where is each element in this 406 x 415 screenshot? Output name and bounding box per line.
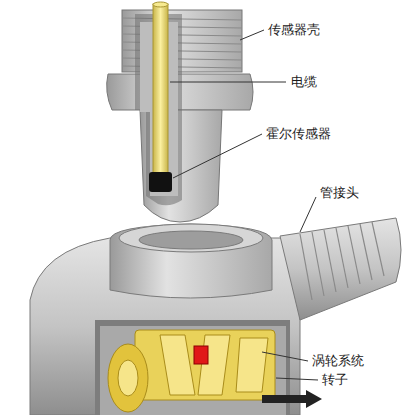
- part-label: 涡轮系统: [310, 353, 366, 369]
- part-label: 电缆: [289, 74, 319, 90]
- part-label: 传感器壳: [266, 22, 322, 38]
- part-label: 管接头: [318, 185, 361, 201]
- part-label: 转子: [320, 372, 350, 388]
- part-label: 霍尔传感器: [264, 126, 333, 142]
